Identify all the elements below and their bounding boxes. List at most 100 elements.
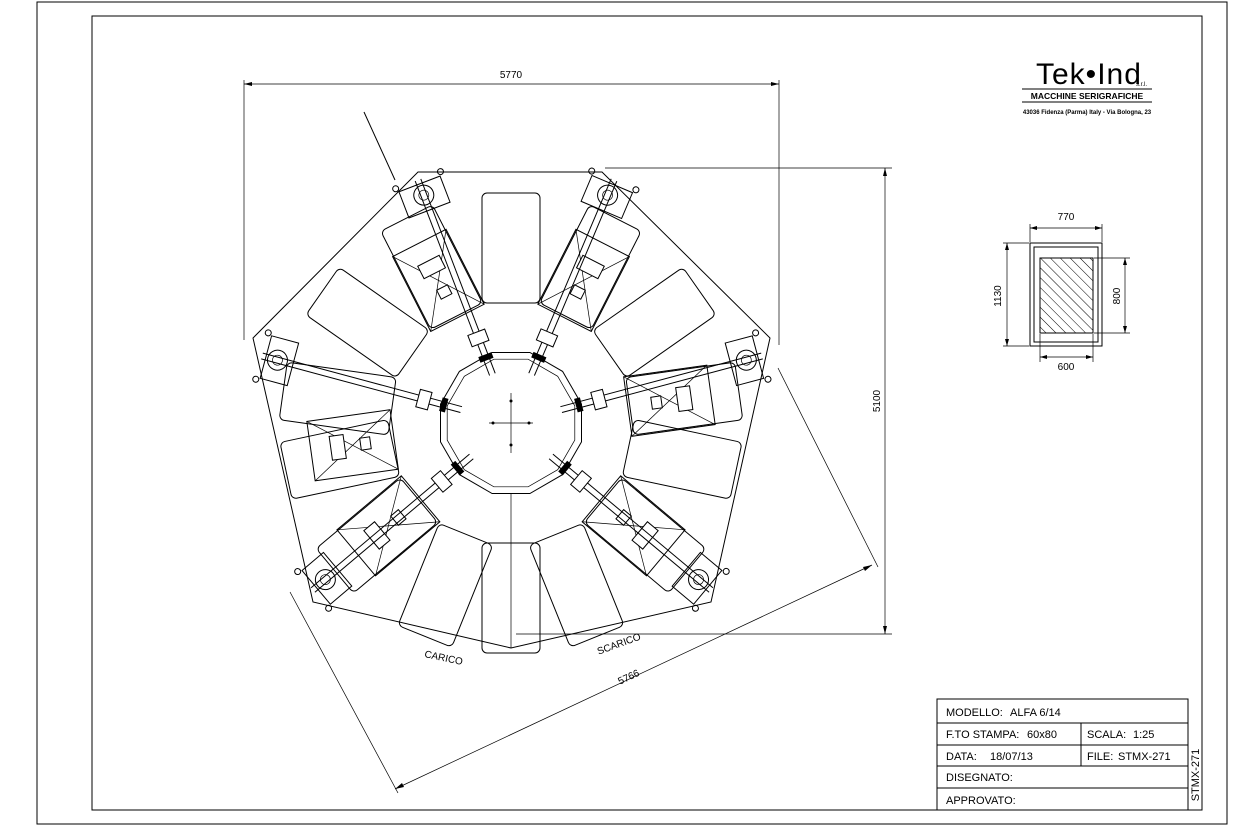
print-head <box>623 364 716 437</box>
end-unit-foot <box>588 167 596 175</box>
print-head-frame <box>623 364 716 437</box>
dim-pallet-inner-width: 600 <box>1058 362 1075 373</box>
pallet <box>307 268 428 377</box>
arm-beam <box>310 453 470 589</box>
pallet <box>398 524 492 647</box>
dim-diagonal-text: 5766 <box>617 668 642 688</box>
print-head-cross <box>306 421 399 470</box>
print-head-frame <box>581 475 686 577</box>
tb-date-value: 18/07/13 <box>990 751 1033 763</box>
tb-approved-label: APPROVATO: <box>946 795 1016 807</box>
title-block: MODELLO: ALFA 6/14 F.TO STAMPA: 60x80 SC… <box>936 698 1202 811</box>
label-unloading: SCARICO <box>596 632 643 658</box>
hub-mark <box>491 421 495 425</box>
arm-end-unit <box>671 551 730 612</box>
company-logo: Tek•Ind s.r.l. MACCHINE SERIGRAFICHE 430… <box>1022 58 1152 116</box>
end-unit-hub <box>740 354 752 366</box>
print-head-carriage <box>631 521 659 550</box>
end-unit-hub <box>272 354 283 366</box>
print-head-frame <box>391 228 485 333</box>
tb-side-code: STMX-271 <box>1190 749 1202 802</box>
tb-model-label: MODELLO: <box>946 707 1003 719</box>
print-head-block <box>569 284 586 300</box>
arm-end-unit <box>724 329 772 387</box>
end-unit-foot <box>264 329 272 337</box>
pallet <box>317 479 437 592</box>
end-unit-frame <box>301 551 353 605</box>
pallet <box>481 192 541 304</box>
arm-beam <box>414 180 491 376</box>
pallet <box>530 524 624 647</box>
indicator-line <box>363 111 396 181</box>
arm-beam <box>420 178 496 374</box>
pallet-detail: 770 1130 800 600 <box>993 212 1130 373</box>
hub-mark <box>527 421 531 425</box>
hub-mark <box>509 443 513 447</box>
pallet-outline <box>625 362 743 435</box>
end-unit-hub <box>418 189 430 201</box>
pallet-outline <box>398 524 492 647</box>
arm-end-unit <box>392 168 451 219</box>
pallet <box>625 362 743 435</box>
pallet <box>279 362 397 435</box>
arm-end-unit <box>580 167 640 220</box>
print-head <box>336 475 441 577</box>
arm-beam <box>314 458 474 593</box>
end-unit-frame <box>259 335 300 387</box>
logo-address: 43036 Fidenza (Parma) Italy - Via Bologn… <box>1023 110 1152 116</box>
end-unit-foot <box>436 168 444 176</box>
end-unit-foot <box>294 568 302 576</box>
print-head-cross <box>623 376 716 425</box>
pallet-outline <box>307 268 428 377</box>
arm-beam <box>548 458 710 593</box>
print-head-carriage <box>575 254 605 280</box>
arm-motor <box>535 328 559 348</box>
end-unit-foot <box>632 186 640 194</box>
tb-print-format-label: F.TO STAMPA: <box>946 729 1019 741</box>
end-unit-roller <box>597 184 619 206</box>
print-head-cross <box>336 521 440 531</box>
pallet-outline <box>317 479 437 592</box>
print-head <box>537 228 631 333</box>
print-head-block <box>615 508 633 526</box>
logo-brand: Tek•Ind <box>1036 58 1142 91</box>
print-head-frame <box>537 228 631 333</box>
pallet-outline <box>530 524 624 647</box>
end-unit-frame <box>724 335 765 387</box>
arm-clamp <box>439 397 449 413</box>
tb-model-value: ALFA 6/14 <box>1010 707 1061 719</box>
logo-tagline: MACCHINE SERIGRAFICHE <box>1031 91 1144 101</box>
dimension-diagonal: 5766 <box>289 367 879 794</box>
arm-beam <box>261 358 461 413</box>
central-hub-inner <box>446 358 576 488</box>
end-unit-hub <box>602 189 613 201</box>
pallet-outline <box>585 479 705 592</box>
print-head-frame <box>336 475 441 577</box>
print-head-cross <box>537 256 630 305</box>
end-unit-foot <box>392 185 400 193</box>
pallet-outline <box>481 192 541 304</box>
print-head-carriage <box>363 521 391 550</box>
end-unit-hub <box>693 574 704 585</box>
central-hub <box>440 352 582 494</box>
print-head-frame <box>306 409 399 482</box>
tb-scale-value: 1:25 <box>1133 729 1154 741</box>
tb-print-format-value: 60x80 <box>1027 729 1057 741</box>
end-unit-roller <box>735 349 757 371</box>
end-unit-roller <box>314 569 336 591</box>
arm-motor <box>569 469 593 493</box>
end-unit-foot <box>752 329 760 337</box>
dimension-overall-width: 5770 <box>243 70 780 345</box>
tb-drawn-label: DISEGNATO: <box>946 772 1013 784</box>
pallet-outline <box>594 268 715 377</box>
hub-mark <box>509 399 513 403</box>
dimension-overall-height: 5100 <box>516 167 892 635</box>
arm-motor <box>467 328 490 348</box>
dim-overall-width-text: 5770 <box>500 70 523 81</box>
pallet <box>594 268 715 377</box>
print-head-carriage <box>328 433 347 461</box>
pallet-outline <box>280 420 400 499</box>
end-unit-foot <box>252 375 260 383</box>
arm-clamp <box>478 352 494 363</box>
